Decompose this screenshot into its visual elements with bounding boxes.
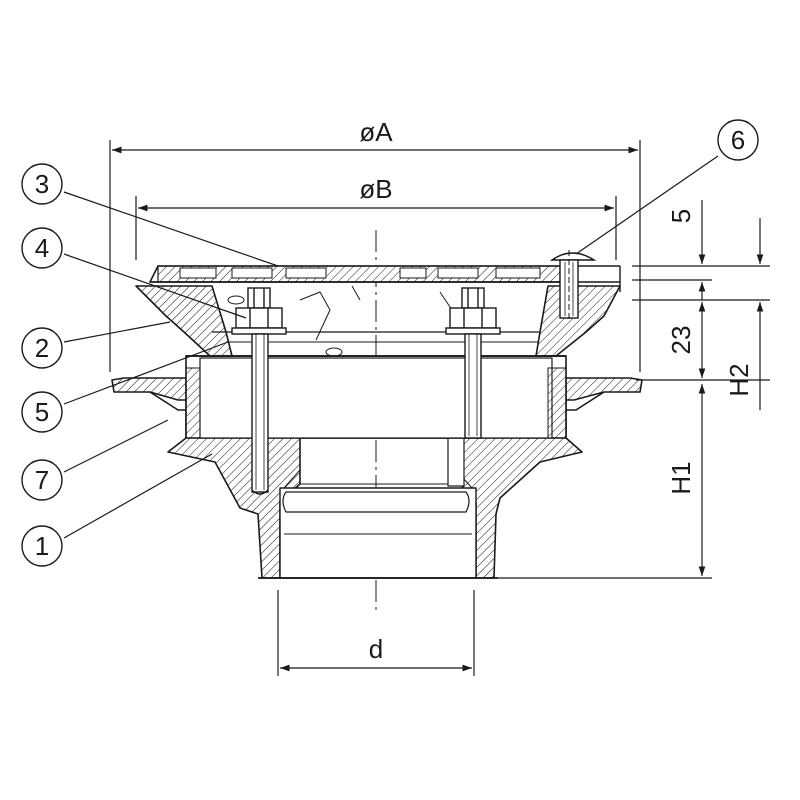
dim-label-h2: H2 — [724, 363, 754, 396]
dim-label-5: 5 — [666, 209, 696, 223]
callout-7: 7 — [21, 459, 63, 501]
bolt-left — [231, 287, 287, 495]
dim-label-a: øA — [359, 117, 393, 147]
callout-6-label: 6 — [731, 125, 745, 155]
callout-1-label: 1 — [35, 531, 49, 561]
dim-label-d: d — [369, 634, 383, 664]
callout-6: 6 — [717, 119, 759, 161]
callout-2-label: 2 — [35, 333, 49, 363]
bolt-right — [445, 287, 501, 439]
callout-3: 3 — [21, 163, 63, 205]
callout-4-label: 4 — [35, 233, 49, 263]
callout-5-label: 5 — [35, 397, 49, 427]
callout-7-label: 7 — [35, 465, 49, 495]
drain-body — [167, 399, 583, 579]
callout-5: 5 — [21, 391, 63, 433]
dim-label-h1: H1 — [666, 461, 696, 494]
adapter-frame — [135, 285, 621, 357]
callout-1: 1 — [21, 525, 63, 567]
callout-4: 4 — [21, 227, 63, 269]
dim-label-b: øB — [359, 174, 392, 204]
leader-lines — [63, 155, 719, 539]
callout-2: 2 — [21, 327, 63, 369]
grate — [149, 265, 621, 292]
insert-ring — [185, 355, 567, 439]
callout-3-label: 3 — [35, 169, 49, 199]
locking-screw — [549, 250, 597, 320]
dim-label-23: 23 — [666, 326, 696, 355]
dimension-lines — [109, 140, 770, 676]
